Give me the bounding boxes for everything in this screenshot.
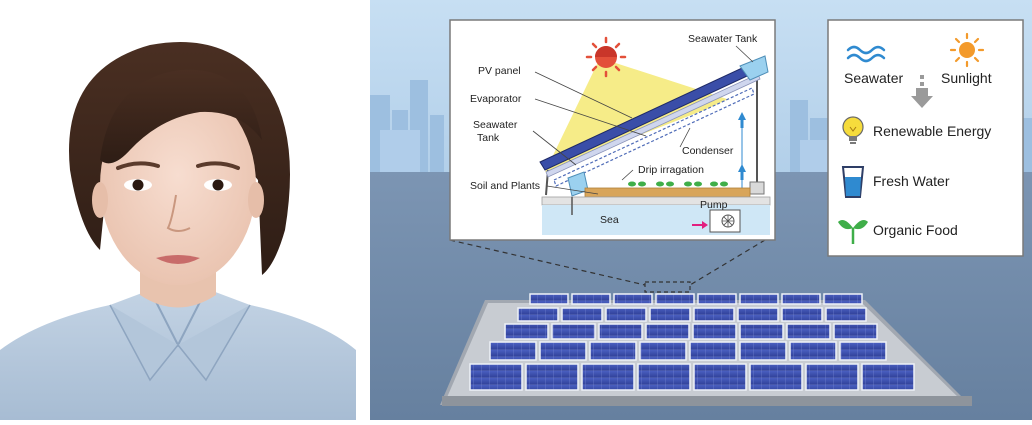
condenser [553, 87, 755, 187]
label-seawater-tank-top: Seawater Tank [688, 33, 758, 45]
label-drip-irrigation: Drip irragation [638, 164, 704, 176]
soil-box [584, 187, 751, 198]
legend-organic-food-label: Organic Food [873, 222, 958, 238]
legend-renewable-energy-label: Renewable Energy [873, 123, 991, 139]
portrait-photo [0, 0, 356, 420]
label-soil-and-plants: Soil and Plants [470, 180, 540, 192]
platform [541, 196, 771, 206]
label-sea: Sea [600, 214, 619, 226]
label-evaporator: Evaporator [470, 93, 522, 105]
label-pump: Pump [700, 199, 728, 211]
evaporator [545, 73, 761, 178]
solar-farm-diagram: Seawater Tank PV panel Evaporator Seawat… [370, 0, 1032, 420]
plants [628, 181, 728, 187]
water-glass-icon [841, 166, 865, 198]
seawater-tank-top [739, 55, 769, 81]
pump-arrow [692, 221, 708, 229]
cross-section-inset: Seawater Tank PV panel Evaporator Seawat… [449, 19, 776, 241]
sunlight-icon [949, 32, 985, 68]
legend-fresh-water-label: Fresh Water [873, 173, 950, 189]
wave-icon [846, 45, 886, 63]
legend-sunlight-label: Sunlight [941, 70, 992, 86]
label-condenser: Condenser [682, 145, 734, 157]
sprout-icon [838, 220, 868, 244]
label-seawater-tank-left: Seawater Tank [473, 119, 520, 144]
lightbulb-icon [842, 116, 864, 144]
label-pv-panel: PV panel [478, 65, 521, 77]
diagram-canvas: Seawater Tank PV panel Evaporator Seawat… [370, 0, 1032, 420]
legend-box: Seawater Sunlight Renewable Energy Fre [827, 19, 1024, 257]
floating-pv-array [440, 293, 972, 406]
zoom-target [644, 281, 691, 293]
zoom-lines [449, 239, 766, 286]
down-arrow-icon [911, 75, 933, 108]
sun-icon [585, 36, 627, 78]
legend-seawater-label: Seawater [844, 70, 903, 86]
leader-lines [532, 45, 754, 195]
